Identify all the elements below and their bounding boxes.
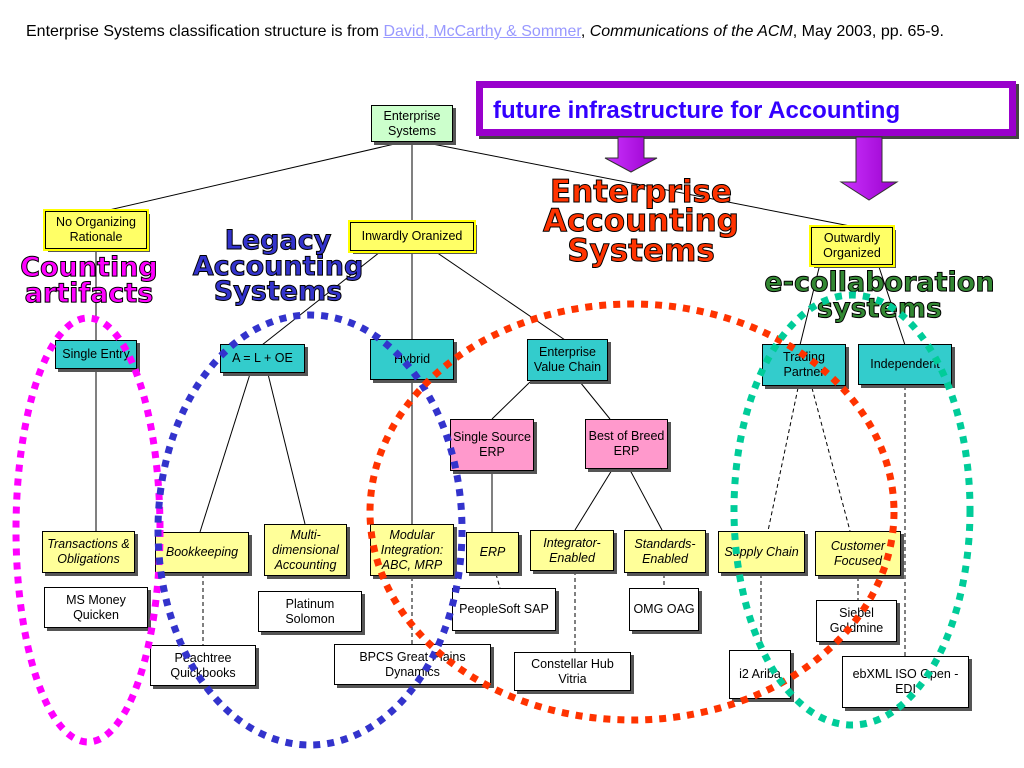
node-integrator-enabled: Integrator-Enabled	[530, 530, 614, 571]
label-e-collaboration-systems: e-collaboration systems	[764, 267, 995, 324]
label-legacy-accounting-systems: Legacy Accounting Systems	[192, 225, 364, 308]
node-i2-ariba: i2 Ariba	[729, 650, 791, 699]
source-caption: Enterprise Systems classification struct…	[26, 23, 944, 41]
citation-link[interactable]: David, McCarthy & Sommer	[383, 23, 581, 40]
label-enterprise-accounting-systems: Enterprise Accounting Systems	[543, 174, 740, 269]
journal-name: Communications of the ACM	[589, 23, 793, 40]
future-infrastructure-banner: future infrastructure for Accounting	[476, 81, 1016, 136]
caption-separator: ,	[580, 23, 590, 40]
caption-suffix: , May 2003, pp. 65-9.	[792, 23, 944, 40]
node-ms-money-quicken: MS Money Quicken	[44, 587, 148, 628]
node-erp: ERP	[466, 532, 519, 573]
down-arrow-left	[604, 136, 658, 173]
node-constellar-hub-vitria: Constellar Hub Vitria	[514, 652, 631, 691]
node-bpcs-great-plains: BPCS Great Plains Dynamics	[334, 644, 491, 685]
node-supply-chain: Supply Chain	[718, 531, 805, 573]
node-inwardly-organized: Inwardly Oranized	[348, 220, 476, 253]
node-enterprise-value-chain: Enterprise Value Chain	[527, 339, 608, 381]
caption-prefix: Enterprise Systems classification struct…	[26, 23, 384, 40]
node-a-l-oe: A = L + OE	[220, 344, 305, 373]
node-enterprise-systems: Enterprise Systems	[371, 105, 453, 142]
label-counting-artifacts: Counting artifacts	[20, 252, 159, 309]
node-customer-focused: Customer Focused	[815, 531, 901, 576]
node-platinum-solomon: Platinum Solomon	[258, 591, 362, 632]
node-siebel-goldmine: Siebel Goldmine	[816, 600, 897, 642]
node-ebxml-iso-open-edi: ebXML ISO Open - EDI	[842, 656, 969, 708]
node-modular-integration: Modular Integration: ABC, MRP	[370, 524, 454, 576]
node-no-organizing-rationale: No Organizing Rationale	[43, 209, 149, 251]
node-bookkeeping: Bookkeeping	[155, 532, 249, 573]
node-single-entry: Single Entry	[55, 340, 137, 369]
node-peoplesoft-sap: PeopleSoft SAP	[452, 588, 556, 631]
node-standards-enabled: Standards-Enabled	[624, 530, 706, 573]
node-single-source-erp: Single Source ERP	[450, 419, 534, 471]
node-transactions-obligations: Transactions & Obligations	[42, 531, 135, 573]
down-arrow-right	[839, 136, 899, 201]
node-best-of-breed-erp: Best of Breed ERP	[585, 419, 668, 469]
node-hybrid: Hybrid	[370, 339, 454, 380]
node-outwardly-organized: Outwardly Organized	[809, 225, 895, 267]
node-omg-oag: OMG OAG	[629, 588, 699, 631]
node-trading-partner: Trading Partner	[762, 344, 846, 386]
node-peachtree-quickbooks: Peachtree Quickbooks	[150, 645, 256, 686]
node-multi-dimensional-accounting: Multi-dimensional Accounting	[264, 524, 347, 576]
node-independent: Independent	[858, 344, 952, 385]
